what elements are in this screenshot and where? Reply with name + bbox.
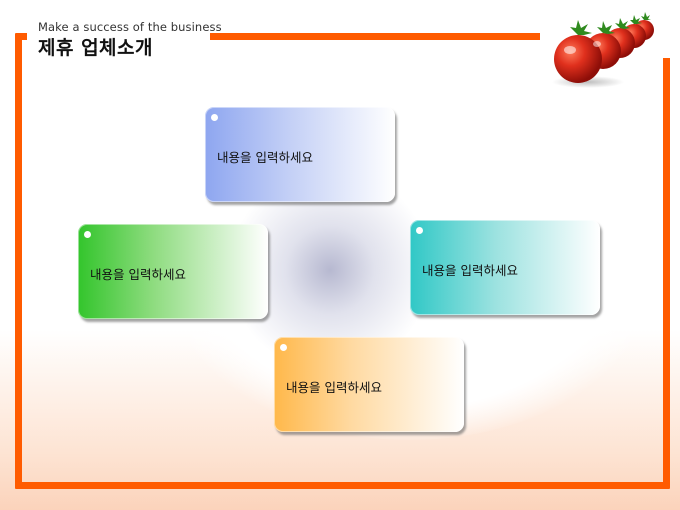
- content-box-label: 내용을 입력하세요: [217, 150, 313, 165]
- orange-frame: [15, 33, 670, 489]
- page-subtitle: Make a success of the business: [38, 20, 222, 34]
- bullet-dot-icon: [211, 114, 218, 121]
- content-box-label: 내용을 입력하세요: [422, 263, 518, 278]
- content-box-left[interactable]: 내용을 입력하세요: [78, 224, 268, 319]
- page-title: 제휴 업체소개: [38, 37, 153, 59]
- content-box-right[interactable]: 내용을 입력하세요: [410, 220, 600, 315]
- content-box-top[interactable]: 내용을 입력하세요: [205, 107, 395, 202]
- bullet-dot-icon: [416, 227, 423, 234]
- content-box-label: 내용을 입력하세요: [90, 267, 186, 282]
- bullet-dot-icon: [84, 231, 91, 238]
- frame-title-gap: [27, 28, 210, 48]
- bullet-dot-icon: [280, 344, 287, 351]
- content-box-label: 내용을 입력하세요: [286, 380, 382, 395]
- content-box-bottom[interactable]: 내용을 입력하세요: [274, 337, 464, 432]
- tomatoes-image: [552, 12, 654, 88]
